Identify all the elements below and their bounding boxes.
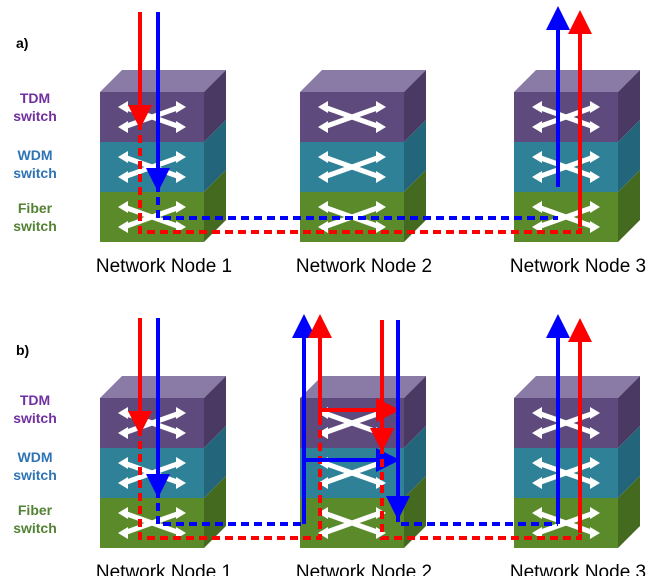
panel-0-node-label-1: Network Node 1: [96, 256, 232, 277]
tdm-switch-icon: [532, 407, 600, 439]
tdm-layer-side: [204, 376, 226, 448]
panel-0-node-label-3: Network Node 3: [510, 256, 646, 277]
wdm-switch-icon: [118, 151, 186, 183]
fiber-layer-side: [618, 170, 640, 242]
panel-0-node-label-2: Network Node 2: [296, 256, 432, 277]
b-red-dashed-to-node2: [138, 418, 322, 540]
stack-top-face: [300, 70, 426, 92]
wdm-switch-icon: [532, 457, 600, 489]
fiber-switch-icon: [532, 201, 600, 233]
stack-top-face: [100, 70, 226, 92]
b-blue-dashed-to-node2: [156, 490, 304, 526]
tdm-switch-icon: [532, 101, 600, 133]
tdm-layer-side: [618, 70, 640, 142]
panel-1-node-label-1: Network Node 1: [96, 562, 232, 576]
fiber-layer-side: [204, 170, 226, 242]
tdm-layer-side: [404, 376, 426, 448]
wdm-layer-side: [404, 426, 426, 498]
fiber-layer-side: [618, 476, 640, 548]
wdm-switch-icon: [118, 457, 186, 489]
wdm-switch-icon: [532, 151, 600, 183]
tdm-layer-side: [204, 70, 226, 142]
panel-1-label: b): [16, 342, 29, 358]
fiber-switch-icon: [318, 507, 386, 539]
panel-1-node-3-stack: [514, 376, 640, 548]
panel-1-node-label-3: Network Node 3: [510, 562, 646, 576]
wdm-layer-side: [618, 426, 640, 498]
wdm-layer-side: [204, 426, 226, 498]
b-blue-dashed-to-node3: [396, 514, 558, 526]
panel-0-label: a): [16, 35, 28, 51]
wdm-layer-side: [204, 120, 226, 192]
stack-top-face: [100, 376, 226, 398]
wdm-layer-side: [404, 120, 426, 192]
fiber-switch-icon: [118, 507, 186, 539]
stack-top-face: [514, 70, 640, 92]
a-red-dashed-route: [138, 122, 582, 234]
panel-1-node-label-2: Network Node 2: [296, 562, 432, 576]
fiber-layer-side: [404, 476, 426, 548]
b-red-dashed-to-node3: [380, 446, 582, 540]
fiber-layer-side: [404, 170, 426, 242]
stack-top-face: [300, 376, 426, 398]
wdm-switch-icon: [318, 151, 386, 183]
fiber-switch-icon: [532, 507, 600, 539]
wdm-layer-side: [618, 120, 640, 192]
a-blue-dashed-route: [156, 184, 558, 220]
fiber-layer-side: [204, 476, 226, 548]
panel-0-node-1-stack: [100, 70, 226, 242]
stack-top-face: [514, 376, 640, 398]
tdm-layer-side: [404, 70, 426, 142]
tdm-layer-side: [618, 376, 640, 448]
tdm-switch-icon: [318, 101, 386, 133]
